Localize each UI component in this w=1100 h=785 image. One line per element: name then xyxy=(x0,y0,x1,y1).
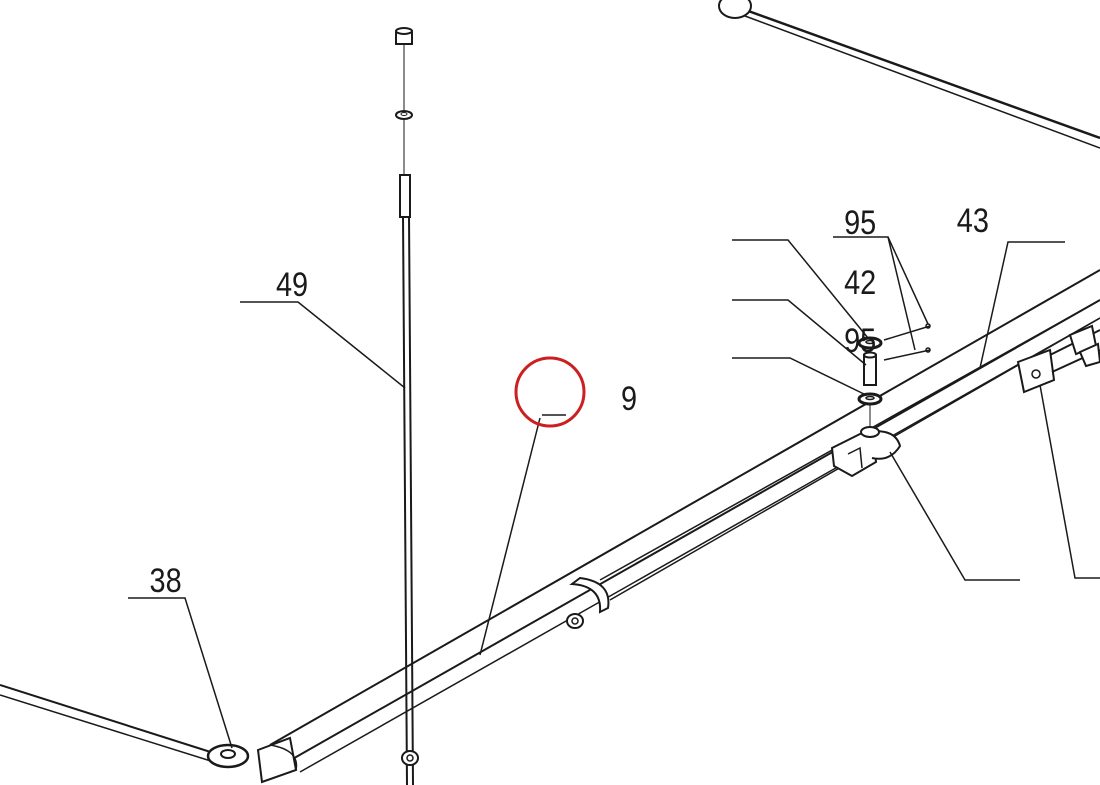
bracket-44 xyxy=(830,426,902,478)
boom-tube xyxy=(256,269,1100,784)
top-cable xyxy=(718,0,1100,149)
highlight-circle xyxy=(514,356,586,428)
leader-lines xyxy=(128,236,1100,749)
callout-95-bottom: 95 xyxy=(844,321,876,360)
callout-42: 42 xyxy=(844,263,876,302)
vertical-rod xyxy=(395,27,419,785)
callout-9: 9 xyxy=(621,379,637,418)
callout-43: 43 xyxy=(957,201,989,240)
bracket-45 xyxy=(1016,324,1100,394)
pin-stack xyxy=(857,323,931,428)
callout-labels: 95 43 52 42 95 49 9 44 45 38 xyxy=(150,201,989,600)
callout-38: 38 xyxy=(150,561,182,600)
left-cable xyxy=(0,684,221,763)
pulley-38 xyxy=(206,743,250,769)
callout-49: 49 xyxy=(276,265,308,304)
callout-95-top: 95 xyxy=(844,203,876,242)
